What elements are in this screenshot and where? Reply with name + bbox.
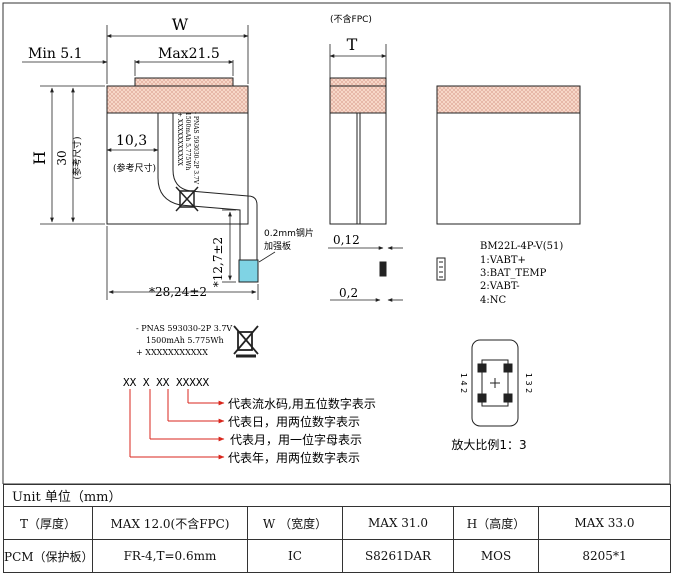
recycle-bin-icon — [233, 325, 259, 358]
cell-label-vertical: - PNAS 593030-2P 3.7V 1500mAh 5.775Wh + … — [176, 112, 199, 185]
unit-label: Unit 单位（mm） — [3, 484, 671, 507]
cell-label-block: - PNAS 593030-2P 3.7V 1500mAh 5.775Wh + … — [136, 324, 232, 357]
dim-max-width: Max21.5 — [158, 46, 220, 62]
serial-notes: 代表流水码,用五位数字表示 代表日，用两位数字表示 代表月，用一位字母表示 代表… — [228, 396, 376, 465]
drawing-frame — [2, 2, 671, 484]
serial-arrows — [129, 389, 225, 460]
table-row: PCM（保护板） FR-4,T=0.6mm IC S8261DAR MOS 82… — [3, 539, 671, 573]
mos-value: 8205*1 — [538, 539, 671, 573]
svg-text:代表月，用一位字母表示: 代表月，用一位字母表示 — [230, 432, 362, 447]
serial-pattern: XX X XX XXXXX — [123, 376, 209, 389]
pcm-label: PCM（保护板） — [3, 539, 93, 573]
stiffener-note-1: 0.2mm钢片 — [264, 227, 314, 239]
svg-text:- PNAS 593030-2P 3.7V: - PNAS 593030-2P 3.7V — [136, 324, 232, 333]
connector-part: BM22L-4P-V(51) — [480, 241, 563, 252]
t-value: MAX 12.0(不含FPC) — [92, 506, 248, 540]
scale-label: 放大比例1：3 — [451, 437, 526, 452]
connector-left-pins: 1 4 2 — [459, 373, 468, 393]
dim-0-2: 0,2 — [339, 286, 358, 300]
dim-30: 30 — [55, 150, 69, 165]
pcm-value: FR-4,T=0.6mm — [92, 539, 248, 573]
ic-value: S8261DAR — [342, 539, 454, 573]
connector-detail — [471, 339, 519, 427]
spec-table: Unit 单位（mm） T（厚度） MAX 12.0(不含FPC) W （宽度）… — [3, 484, 671, 573]
battery-drawing: W Min 5.1 Max21.5 H 30 (参考尺寸) 10,3 (参考尺寸… — [2, 2, 671, 484]
svg-text:代表流水码,用五位数字表示: 代表流水码,用五位数字表示 — [228, 396, 376, 411]
dim-10-3-ref: (参考尺寸) — [113, 162, 156, 174]
svg-text:+ XXXXXXXXXXX: + XXXXXXXXXXX — [136, 348, 208, 357]
ic-label: IC — [247, 539, 343, 573]
stiffener — [238, 259, 259, 283]
svg-text:1500mAh 5.775Wh: 1500mAh 5.775Wh — [146, 336, 224, 345]
dim-w: W — [172, 15, 189, 34]
table-row: T（厚度） MAX 12.0(不含FPC) W （宽度） MAX 31.0 H（… — [3, 506, 671, 540]
connector-pinout: BM22L-4P-V(51) 1:VABT+ 3:BAT_TEMP 2:VABT… — [480, 241, 563, 306]
svg-text:代表日，用两位数字表示: 代表日，用两位数字表示 — [228, 414, 360, 429]
svg-text:2:VABT-: 2:VABT- — [480, 281, 520, 292]
svg-text:- PNAS 593030-2P 3.7V: - PNAS 593030-2P 3.7V — [192, 112, 199, 185]
recycle-bin-icon — [175, 186, 199, 212]
h-label: H（高度） — [453, 506, 539, 540]
top-view — [436, 85, 581, 281]
t-label: T（厚度） — [3, 506, 93, 540]
dim-0-12: 0,12 — [333, 233, 360, 247]
dim-12-7: *12,7±2 — [211, 237, 225, 287]
mos-label: MOS — [453, 539, 539, 573]
svg-text:+ XXXXXXXXXXX: + XXXXXXXXXXX — [176, 112, 183, 167]
w-label: W （宽度） — [247, 506, 343, 540]
dim-10-3: 10,3 — [116, 133, 147, 149]
front-dimension-lines — [22, 25, 276, 300]
no-fpc-label: (不含FPC) — [330, 13, 372, 25]
side-dimension-lines — [328, 44, 403, 302]
stiffener-note-2: 加强板 — [264, 240, 291, 252]
svg-text:3:BAT_TEMP: 3:BAT_TEMP — [480, 268, 547, 279]
svg-text:1:VABT+: 1:VABT+ — [480, 255, 526, 266]
svg-text:1500mAh 5.775Wh: 1500mAh 5.775Wh — [184, 112, 191, 170]
unit-row: Unit 单位（mm） — [3, 484, 671, 507]
dim-min-tab: Min 5.1 — [28, 46, 83, 62]
front-view — [106, 77, 259, 283]
dim-t: T — [347, 35, 358, 54]
fpc-path — [157, 113, 258, 263]
connector-right-pins: 1 3 2 — [524, 373, 533, 393]
tab-region — [134, 77, 234, 87]
cell-body — [106, 85, 249, 225]
h-value: MAX 33.0 — [538, 506, 671, 540]
pcm-region — [106, 85, 249, 114]
dim-h: H — [30, 151, 49, 165]
svg-text:代表年，用两位数字表示: 代表年，用两位数字表示 — [228, 450, 360, 465]
svg-text:4:NC: 4:NC — [480, 295, 506, 306]
w-value: MAX 31.0 — [342, 506, 454, 540]
